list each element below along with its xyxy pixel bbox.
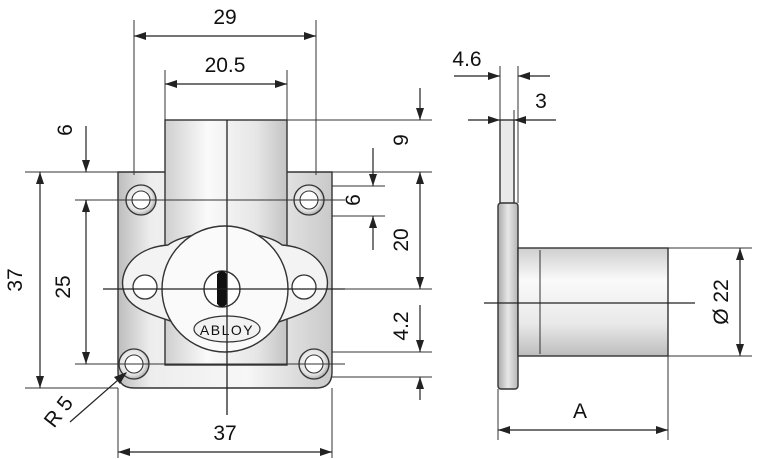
dim-top-height: 9 — [390, 134, 413, 146]
brand-engraving: ABLOY — [200, 322, 254, 338]
dim-plate-height: 37 — [4, 268, 27, 291]
side-dimensions: 4.6 3 Ø 22 A — [452, 48, 752, 440]
dim-hole-spacing-small: 6 — [342, 194, 365, 206]
dim-hole-spacing-vertical: 25 — [52, 275, 75, 298]
dim-plate-width: 37 — [213, 422, 236, 445]
dim-hole-offset-top: 6 — [54, 124, 77, 136]
side-flange — [497, 202, 519, 390]
dim-corner-radius: R 5 — [40, 392, 78, 432]
dim-side-flange-thickness: 3 — [535, 90, 547, 113]
front-view: ABLOY — [75, 119, 345, 415]
mounting-hole-mid-right — [291, 274, 317, 300]
mounting-hole-mid-left — [132, 274, 158, 300]
dim-cylinder-center-drop: 20 — [390, 228, 413, 251]
dim-bottom-hole-offset: 4.2 — [390, 311, 413, 340]
dim-top-width: 29 — [213, 6, 236, 29]
side-view — [484, 119, 695, 390]
dim-side-plate-thickness: 4.6 — [452, 48, 481, 71]
front-dimensions: 29 20.5 37 25 6 9 — [4, 6, 432, 458]
dim-cylinder-diameter: Ø 22 — [710, 279, 733, 325]
dim-cylinder-length: A — [573, 400, 587, 423]
dim-cylinder-width: 20.5 — [205, 54, 246, 77]
